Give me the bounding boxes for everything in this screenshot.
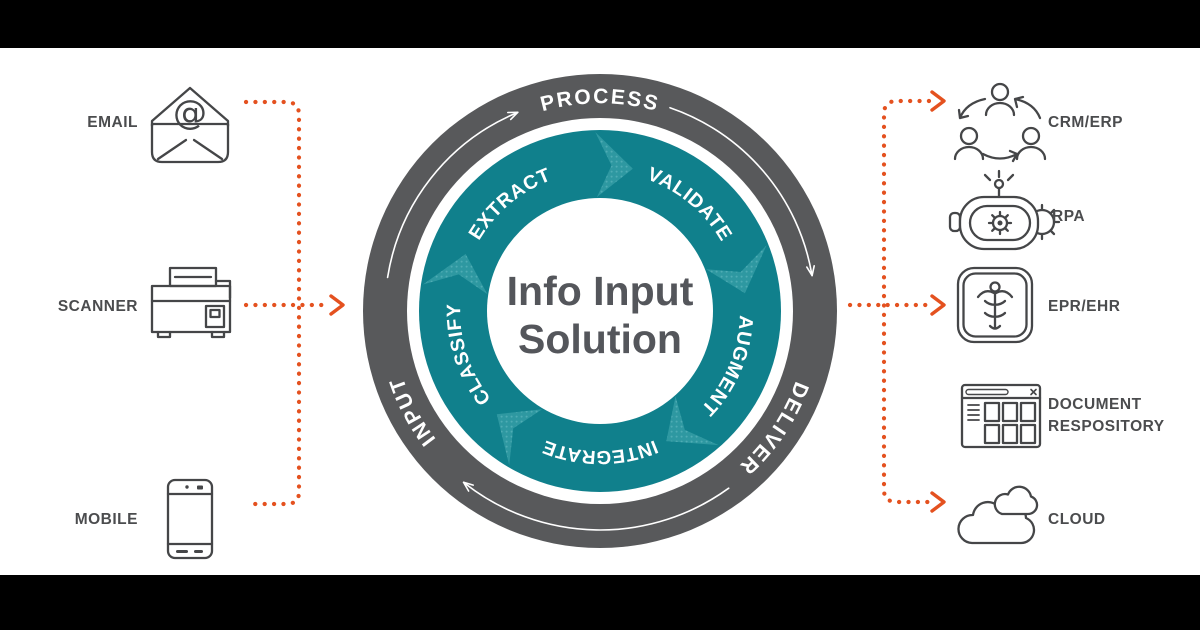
- wheel-title-line2: Solution: [518, 316, 682, 362]
- output-document-repository: DOCUMENT RESPOSITORY: [960, 383, 1165, 449]
- step-chevron-icon: [496, 409, 543, 466]
- output-epr-ehr: EPR/EHR: [956, 266, 1120, 344]
- flow-arrowhead-icon: [462, 481, 470, 492]
- solution-wheel: PROCESS DELIVER INPUT EXTRACT VALIDATE A…: [363, 74, 837, 548]
- crm-erp-label: CRM/ERP: [1048, 114, 1123, 131]
- right-bottom-arrowhead-icon: [930, 491, 946, 513]
- step-chevron-icon: [706, 245, 767, 294]
- input-connectors: [243, 99, 345, 507]
- svg-text:@: @: [173, 93, 207, 133]
- output-cloud: CLOUD: [957, 485, 1106, 545]
- crm-erp-icon: [953, 82, 1047, 163]
- flow-arrow-arc: [464, 482, 730, 531]
- step-chevrons: [423, 132, 767, 466]
- flow-arrowhead-icon: [806, 266, 813, 277]
- email-icon: @: [150, 86, 230, 164]
- rpa-icon: [948, 169, 1061, 251]
- document-repository-label-line1: DOCUMENT: [1048, 396, 1142, 413]
- email-label: EMAIL: [87, 114, 138, 131]
- right-top-arrowhead-icon: [930, 90, 946, 112]
- flow-arrow-arc: [386, 112, 517, 279]
- input-mobile: MOBILE: [75, 478, 214, 560]
- flow-arrowhead-icon: [509, 111, 519, 121]
- flow-arrows: [386, 106, 815, 531]
- flow-arrow-arc: [669, 106, 813, 275]
- epr-ehr-icon: [956, 266, 1034, 344]
- cloud-icon: [957, 485, 1039, 545]
- cloud-label: CLOUD: [1048, 511, 1106, 528]
- input-scanner: SCANNER: [58, 266, 232, 339]
- flow-arrowhead-icon: [462, 481, 474, 486]
- rpa-label: RPA: [1052, 208, 1085, 225]
- wheel-hub: [487, 198, 713, 424]
- epr-ehr-label: EPR/EHR: [1048, 298, 1120, 315]
- right-mid-arrowhead-icon: [930, 294, 946, 316]
- input-email: EMAIL @: [87, 86, 230, 164]
- output-rpa: RPA: [948, 169, 1085, 251]
- step-chevron-icon: [423, 254, 488, 295]
- wheel-title-line1: Info Input: [507, 268, 694, 314]
- scanner-icon: [150, 266, 232, 339]
- right-dotted-rail: [881, 98, 932, 505]
- output-crm-erp: CRM/ERP: [953, 82, 1123, 163]
- scanner-label: SCANNER: [58, 298, 138, 315]
- flow-arrowhead-icon: [811, 265, 815, 277]
- document-repository-label-line2: RESPOSITORY: [1048, 418, 1165, 435]
- mobile-icon: [166, 478, 214, 560]
- left-dotted-rail: [243, 99, 302, 507]
- step-chevron-icon: [666, 396, 719, 446]
- document-repository-icon: [960, 383, 1042, 449]
- output-connectors: [847, 90, 946, 513]
- left-arrowhead-icon: [329, 294, 345, 316]
- mobile-label: MOBILE: [75, 511, 138, 528]
- step-chevron-icon: [595, 132, 633, 197]
